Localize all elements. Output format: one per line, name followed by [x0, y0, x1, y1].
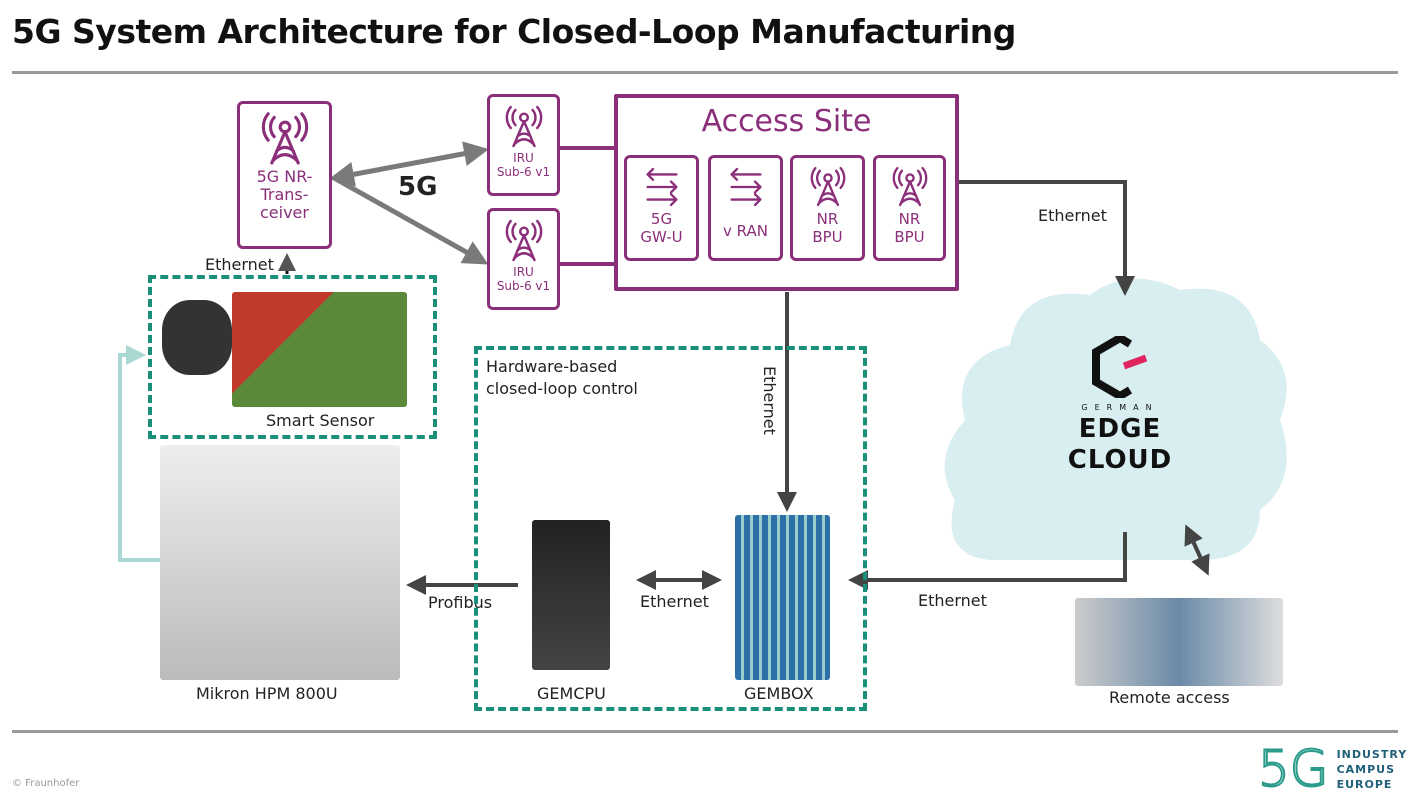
- cloud-gembox-ethernet-label: Ethernet: [918, 591, 987, 610]
- hardware-loop-label: Hardware-based closed-loop control: [486, 357, 638, 398]
- remote-access-label: Remote access: [1109, 688, 1230, 707]
- gemcpu-photo: [532, 520, 610, 670]
- link-5g-iru1: [329, 141, 489, 187]
- sensor-board-photo: [232, 292, 407, 407]
- sensor-photo: [162, 300, 232, 375]
- copyright: © Fraunhofer: [12, 778, 80, 789]
- access-cloud-ethernet-label: Ethernet: [1038, 206, 1107, 225]
- gembox-photo: [735, 515, 830, 680]
- footer-logo: 5G INDUSTRY CAMPUS EUROPE: [1257, 739, 1408, 799]
- bottom-divider: [12, 730, 1398, 733]
- antenna-tower-icon: [505, 105, 543, 149]
- radio-label: 5G: [398, 172, 438, 202]
- logo-mark: 5G: [1257, 739, 1330, 799]
- link-5g-iru2: [332, 175, 489, 265]
- bidirectional-arrows-icon: [644, 166, 680, 208]
- iru-2: IRU Sub-6 v1: [487, 208, 560, 310]
- remote-access-photo: [1075, 598, 1283, 686]
- hardware-loop-group: [474, 346, 867, 711]
- bidirectional-arrows-icon: [728, 166, 764, 208]
- edge-cloud-logo: GERMAN EDGE CLOUD: [1060, 333, 1180, 476]
- transceiver-label: 5G NR- Trans- ceiver: [256, 167, 313, 222]
- antenna-tower-icon: [892, 166, 928, 208]
- module-vran: v RAN: [708, 155, 783, 261]
- iru-1: IRU Sub-6 v1: [487, 94, 560, 196]
- module-gw-u: 5G GW-U: [624, 155, 699, 261]
- link-machine-sensor-feedback: [118, 345, 160, 562]
- antenna-tower-icon: [261, 112, 309, 166]
- smart-sensor-group: [148, 275, 437, 439]
- link-access-cloud: [958, 180, 1135, 296]
- access-site-title: Access Site: [701, 104, 872, 139]
- cloud-shape: [944, 278, 1287, 560]
- machine-photo: [160, 445, 400, 680]
- nr-transceiver: 5G NR- Trans- ceiver: [237, 101, 332, 249]
- access-gembox-ethernet-label: Ethernet: [760, 366, 779, 435]
- link-cloud-remote: [1184, 524, 1210, 576]
- sensor-ethernet-label: Ethernet: [205, 255, 274, 274]
- gembox-label: GEMBOX: [744, 684, 814, 703]
- module-nr-bpu-1: NR BPU: [790, 155, 865, 261]
- antenna-tower-icon: [810, 166, 846, 208]
- link-cloud-gembox: [848, 532, 1127, 590]
- gemcpu-gembox-ethernet-label: Ethernet: [640, 592, 709, 611]
- machine-label: Mikron HPM 800U: [196, 684, 338, 703]
- module-nr-bpu-2: NR BPU: [873, 155, 946, 261]
- gemcpu-label: GEMCPU: [537, 684, 606, 703]
- page-title: 5G System Architecture for Closed-Loop M…: [12, 12, 1016, 51]
- top-divider: [12, 71, 1398, 74]
- edge-cloud-hexagon-icon: [1092, 333, 1148, 401]
- antenna-tower-icon: [505, 219, 543, 263]
- smart-sensor-label: Smart Sensor: [266, 411, 375, 430]
